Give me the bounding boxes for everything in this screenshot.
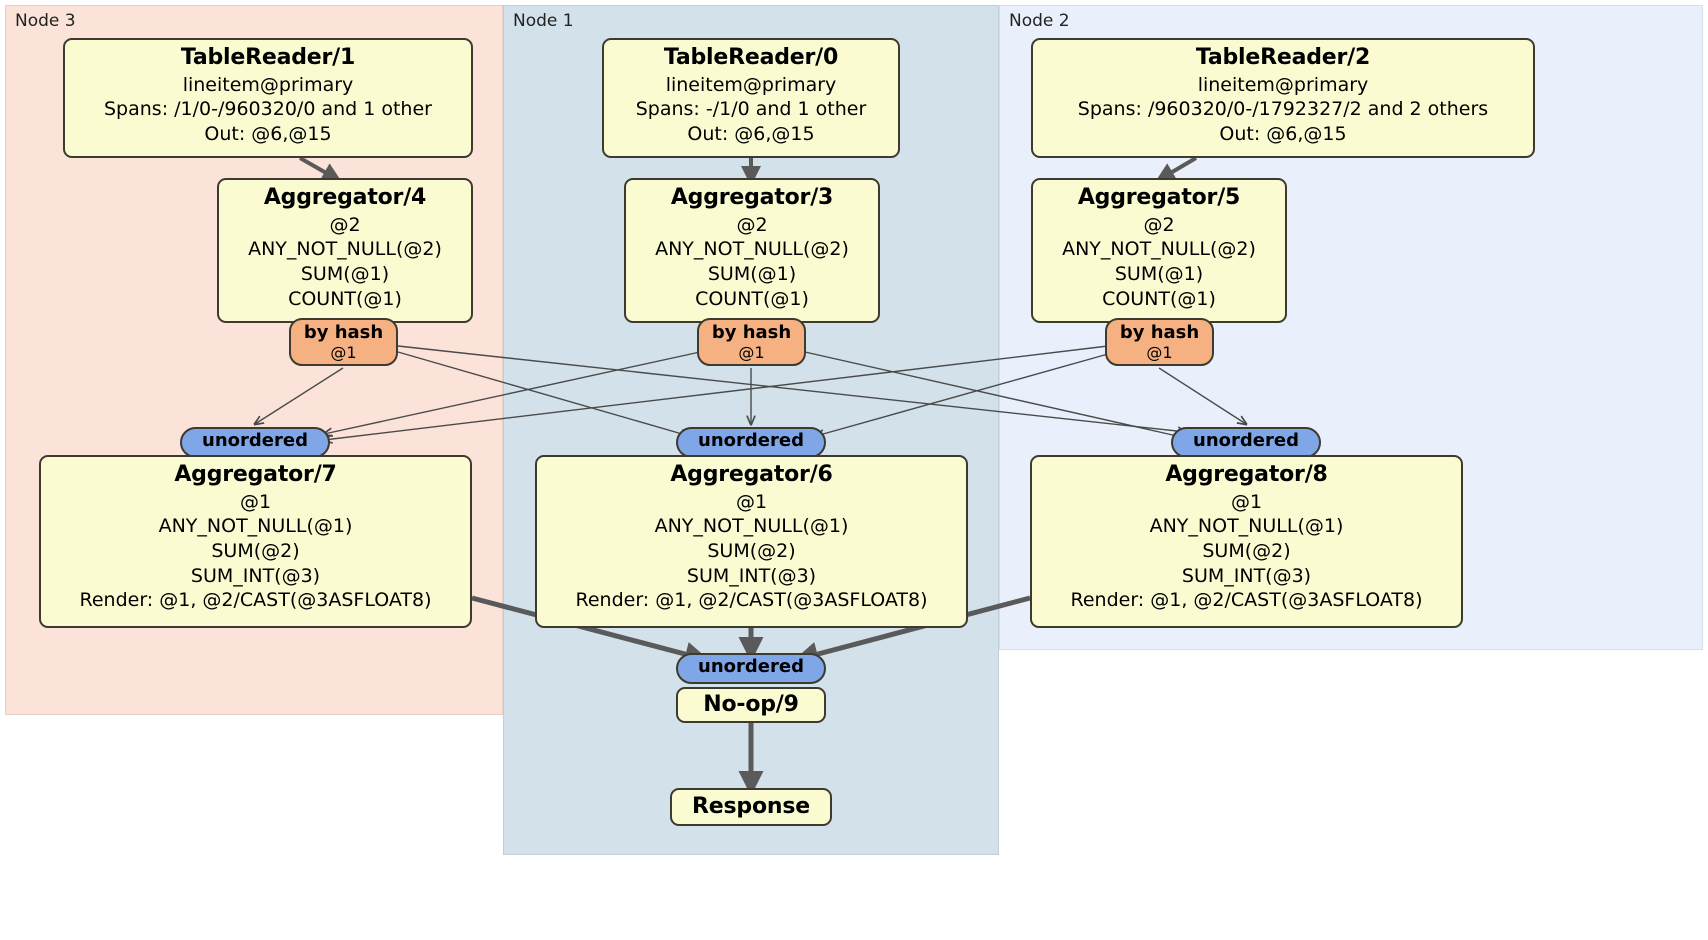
processor-response[interactable]: Response — [670, 788, 832, 826]
processor-detail-agg0: ANY_NOT_NULL(@1) — [654, 515, 849, 538]
processor-detail-groupcols: @1 — [1230, 490, 1263, 513]
processor-title: Aggregator/4 — [263, 185, 427, 210]
processor-table-reader-2[interactable]: TableReader/2 lineitem@primary Spans: /9… — [1031, 38, 1535, 158]
processor-detail-agg1: SUM(@2) — [1202, 539, 1291, 562]
processor-detail-groupcols: @2 — [736, 213, 768, 236]
processor-detail-spans: Spans: /960320/0-/1792327/2 and 2 others — [1077, 98, 1489, 121]
router-unordered-left[interactable]: unordered — [180, 427, 330, 458]
processor-detail-out: Out: @6,@15 — [204, 122, 332, 145]
processor-title: Aggregator/5 — [1077, 185, 1241, 210]
processor-detail-agg1: SUM(@2) — [211, 539, 300, 562]
router-sublabel: @1 — [738, 342, 765, 362]
processor-detail-agg2: COUNT(@1) — [1102, 287, 1216, 310]
processor-table-reader-1[interactable]: TableReader/1 lineitem@primary Spans: /1… — [63, 38, 473, 158]
router-sublabel: @1 — [330, 342, 357, 362]
processor-detail-agg2: COUNT(@1) — [288, 287, 402, 310]
processor-detail-agg0: ANY_NOT_NULL(@2) — [1062, 238, 1256, 261]
processor-detail-agg0: ANY_NOT_NULL(@2) — [655, 238, 849, 261]
processor-detail-groupcols: @1 — [239, 490, 272, 513]
router-by-hash-right[interactable]: by hash @1 — [1105, 318, 1214, 366]
processor-detail-agg0: ANY_NOT_NULL(@2) — [248, 238, 442, 261]
processor-title: TableReader/2 — [1195, 45, 1371, 70]
processor-detail-spans: Spans: /1/0-/960320/0 and 1 other — [104, 98, 432, 121]
processor-detail-agg2: SUM_INT(@3) — [1181, 564, 1312, 587]
processor-detail-table: lineitem@primary — [182, 73, 354, 96]
router-label: unordered — [698, 430, 804, 451]
processor-detail-agg1: SUM(@1) — [707, 262, 797, 285]
processor-noop-9[interactable]: No-op/9 — [676, 687, 826, 723]
processor-detail-agg2: COUNT(@1) — [695, 287, 809, 310]
processor-detail-agg0: ANY_NOT_NULL(@1) — [158, 515, 353, 538]
router-unordered-final[interactable]: unordered — [676, 653, 826, 684]
processor-detail-agg1: SUM(@1) — [1114, 262, 1204, 285]
processor-detail-groupcols: @2 — [329, 213, 361, 236]
processor-aggregator-5[interactable]: Aggregator/5 @2 ANY_NOT_NULL(@2) SUM(@1)… — [1031, 178, 1287, 323]
node-panel-label-node3: Node 3 — [15, 11, 76, 31]
processor-detail-agg0: ANY_NOT_NULL(@1) — [1149, 515, 1344, 538]
processor-aggregator-8[interactable]: Aggregator/8 @1 ANY_NOT_NULL(@1) SUM(@2)… — [1030, 455, 1463, 628]
processor-detail-agg1: SUM(@2) — [707, 539, 796, 562]
processor-detail-agg1: SUM(@1) — [300, 262, 390, 285]
processor-detail-table: lineitem@primary — [665, 73, 837, 96]
router-label: unordered — [1193, 430, 1299, 451]
processor-detail-out: Out: @6,@15 — [687, 122, 815, 145]
processor-detail-render: Render: @1, @2/CAST(@3ASFLOAT8) — [575, 589, 928, 612]
router-label: by hash — [711, 322, 792, 343]
node-panel-label-node1: Node 1 — [513, 11, 574, 31]
processor-aggregator-4[interactable]: Aggregator/4 @2 ANY_NOT_NULL(@2) SUM(@1)… — [217, 178, 473, 323]
processor-detail-agg2: SUM_INT(@3) — [686, 564, 817, 587]
processor-title: TableReader/0 — [663, 45, 839, 70]
processor-detail-render: Render: @1, @2/CAST(@3ASFLOAT8) — [1070, 589, 1423, 612]
router-label: by hash — [1119, 322, 1200, 343]
processor-detail-spans: Spans: -/1/0 and 1 other — [635, 98, 867, 121]
processor-detail-out: Out: @6,@15 — [1219, 122, 1347, 145]
processor-detail-render: Render: @1, @2/CAST(@3ASFLOAT8) — [79, 589, 432, 612]
processor-aggregator-3[interactable]: Aggregator/3 @2 ANY_NOT_NULL(@2) SUM(@1)… — [624, 178, 880, 323]
processor-title: Response — [692, 794, 810, 819]
processor-detail-table: lineitem@primary — [1197, 73, 1369, 96]
processor-aggregator-6[interactable]: Aggregator/6 @1 ANY_NOT_NULL(@1) SUM(@2)… — [535, 455, 968, 628]
router-by-hash-left[interactable]: by hash @1 — [289, 318, 398, 366]
processor-aggregator-7[interactable]: Aggregator/7 @1 ANY_NOT_NULL(@1) SUM(@2)… — [39, 455, 472, 628]
processor-detail-groupcols: @1 — [735, 490, 768, 513]
node-panel-label-node2: Node 2 — [1009, 11, 1070, 31]
router-unordered-right[interactable]: unordered — [1171, 427, 1321, 458]
processor-title: Aggregator/6 — [670, 462, 833, 487]
router-label: unordered — [698, 656, 804, 677]
router-label: unordered — [202, 430, 308, 451]
processor-detail-agg2: SUM_INT(@3) — [190, 564, 321, 587]
processor-title: Aggregator/7 — [174, 462, 337, 487]
processor-title: Aggregator/3 — [670, 185, 834, 210]
processor-title: No-op/9 — [703, 692, 799, 717]
processor-detail-groupcols: @2 — [1143, 213, 1175, 236]
router-sublabel: @1 — [1146, 342, 1173, 362]
processor-table-reader-0[interactable]: TableReader/0 lineitem@primary Spans: -/… — [602, 38, 900, 158]
router-by-hash-mid[interactable]: by hash @1 — [697, 318, 806, 366]
router-unordered-mid[interactable]: unordered — [676, 427, 826, 458]
processor-title: TableReader/1 — [180, 45, 356, 70]
router-label: by hash — [303, 322, 384, 343]
processor-title: Aggregator/8 — [1165, 462, 1328, 487]
